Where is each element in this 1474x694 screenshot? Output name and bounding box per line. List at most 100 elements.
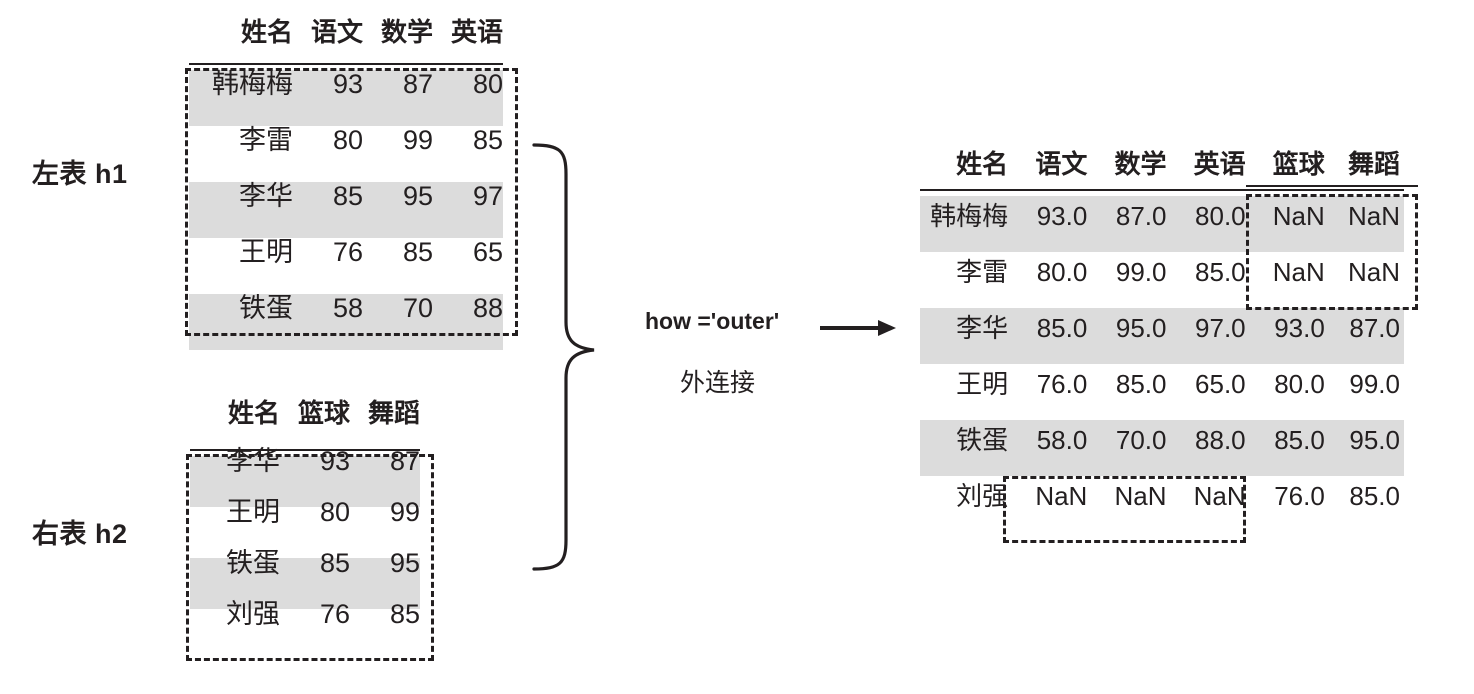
right-table-label: 右表 h2 [32, 519, 128, 549]
column-header-math: 数学 [380, 17, 433, 47]
cell-value: 80.0 [1036, 257, 1088, 287]
column-header-dance: 舞蹈 [367, 398, 420, 428]
table-row: 李华 93 87 [186, 436, 420, 487]
result-nan-box-top-right [1246, 194, 1418, 310]
cell-value: 80.0 [1274, 369, 1325, 399]
column-header-name: 姓名 [240, 17, 293, 47]
table-header-row: 姓名 篮球 舞蹈 [186, 390, 420, 436]
header-rule-extension [1246, 185, 1418, 187]
cell-name: 铁蛋 [956, 425, 1009, 455]
row-band [920, 420, 1404, 476]
cell-value: 58.0 [1036, 425, 1088, 455]
cell-value: 99.0 [1115, 257, 1167, 287]
cell-nan: NaN [1114, 481, 1167, 511]
cell-name: 李雷 [956, 257, 1009, 287]
table-row: 李雷 80 99 85 [185, 112, 503, 168]
cell-value: 76 [319, 599, 350, 629]
cell-value: 65 [472, 237, 503, 267]
h2-highlight-box [186, 454, 434, 661]
cell-value: 85.0 [1349, 481, 1400, 511]
cell-value: 88 [472, 293, 503, 323]
operation-label: how ='outer' [645, 308, 780, 334]
table-row: 韩梅梅 93.0 87.0 80.0 NaN NaN [920, 188, 1404, 244]
cell-value: 87.0 [1115, 201, 1167, 231]
table-row: 李雷 80.0 99.0 85.0 NaN NaN [920, 244, 1404, 300]
cell-name: 韩梅梅 [212, 69, 293, 99]
cell-nan: NaN [1272, 257, 1325, 287]
cell-value: 93 [332, 69, 363, 99]
cell-value: 95 [402, 181, 433, 211]
h1-highlight-box [185, 68, 518, 336]
header-rule [190, 449, 420, 451]
table-row: 铁蛋 58.0 70.0 88.0 85.0 95.0 [920, 412, 1404, 468]
cell-value: 95 [389, 548, 420, 578]
cell-value: 93.0 [1274, 313, 1325, 343]
row-band [190, 456, 420, 507]
cell-value: 80 [332, 125, 363, 155]
cell-name: 李华 [956, 313, 1009, 343]
cell-value: 76 [332, 237, 363, 267]
table-row: 刘强 76 85 [186, 589, 420, 640]
cell-name: 刘强 [956, 481, 1009, 511]
header-rule [920, 189, 1404, 191]
table-row: 王明 80 99 [186, 487, 420, 538]
cell-value: 87.0 [1349, 313, 1400, 343]
cell-value: 85.0 [1115, 369, 1167, 399]
cell-value: 95.0 [1115, 313, 1167, 343]
operation-sublabel: 外连接 [680, 369, 756, 397]
cell-value: 93.0 [1036, 201, 1088, 231]
table-row: 铁蛋 85 95 [186, 538, 420, 589]
cell-value: 87 [389, 446, 420, 476]
cell-value: 95.0 [1349, 425, 1400, 455]
table-header-row: 姓名 语文 数学 英语 篮球 舞蹈 [920, 140, 1404, 188]
cell-value: 99 [402, 125, 433, 155]
cell-name: 铁蛋 [226, 548, 280, 578]
cell-name: 刘强 [226, 599, 280, 629]
cell-value: 99.0 [1349, 369, 1400, 399]
cell-value: 85 [332, 181, 363, 211]
column-header-basketball: 篮球 [297, 398, 350, 428]
merge-brace [532, 143, 595, 571]
column-header-english: 英语 [450, 17, 503, 47]
cell-value: 99 [389, 497, 420, 527]
column-header-english: 英语 [1193, 149, 1246, 179]
table-row: 刘强 NaN NaN NaN 76.0 85.0 [920, 468, 1404, 524]
cell-value: 80 [472, 69, 503, 99]
column-header-chinese: 语文 [310, 17, 363, 47]
cell-nan: NaN [1035, 481, 1088, 511]
cell-name: 李华 [239, 181, 293, 211]
cell-value: 76.0 [1274, 481, 1325, 511]
cell-value: 88.0 [1195, 425, 1246, 455]
cell-value: 70 [402, 293, 433, 323]
arrow-right-icon [820, 320, 896, 336]
left-table-label: 左表 h1 [32, 159, 128, 189]
column-header-name: 姓名 [956, 149, 1009, 179]
row-band [189, 294, 503, 350]
column-header-dance: 舞蹈 [1347, 149, 1400, 179]
cell-value: 85 [389, 599, 420, 629]
cell-nan: NaN [1272, 201, 1325, 231]
column-header-math: 数学 [1114, 149, 1167, 179]
cell-name: 王明 [226, 497, 280, 527]
cell-name: 王明 [239, 237, 293, 267]
table-result: 姓名 语文 数学 英语 篮球 舞蹈 韩梅梅 93.0 87.0 80.0 NaN… [920, 140, 1420, 524]
column-header-basketball: 篮球 [1272, 149, 1325, 179]
table-row: 铁蛋 58 70 88 [185, 280, 503, 336]
table-row: 李华 85.0 95.0 97.0 93.0 87.0 [920, 300, 1404, 356]
table-row: 李华 85 95 97 [185, 168, 503, 224]
cell-name: 李雷 [239, 125, 293, 155]
cell-value: 85 [402, 237, 433, 267]
cell-value: 85.0 [1274, 425, 1325, 455]
cell-value: 85.0 [1195, 257, 1246, 287]
table-row: 王明 76.0 85.0 65.0 80.0 99.0 [920, 356, 1404, 412]
cell-value: 65.0 [1195, 369, 1246, 399]
cell-value: 85.0 [1036, 313, 1088, 343]
cell-nan: NaN [1347, 201, 1400, 231]
row-band [920, 308, 1404, 364]
cell-value: 80.0 [1195, 201, 1246, 231]
cell-value: 97.0 [1195, 313, 1246, 343]
table-row: 韩梅梅 93 87 80 [185, 56, 503, 112]
table-row: 王明 76 85 65 [185, 224, 503, 280]
column-header-chinese: 语文 [1035, 149, 1088, 179]
row-band [189, 70, 503, 126]
